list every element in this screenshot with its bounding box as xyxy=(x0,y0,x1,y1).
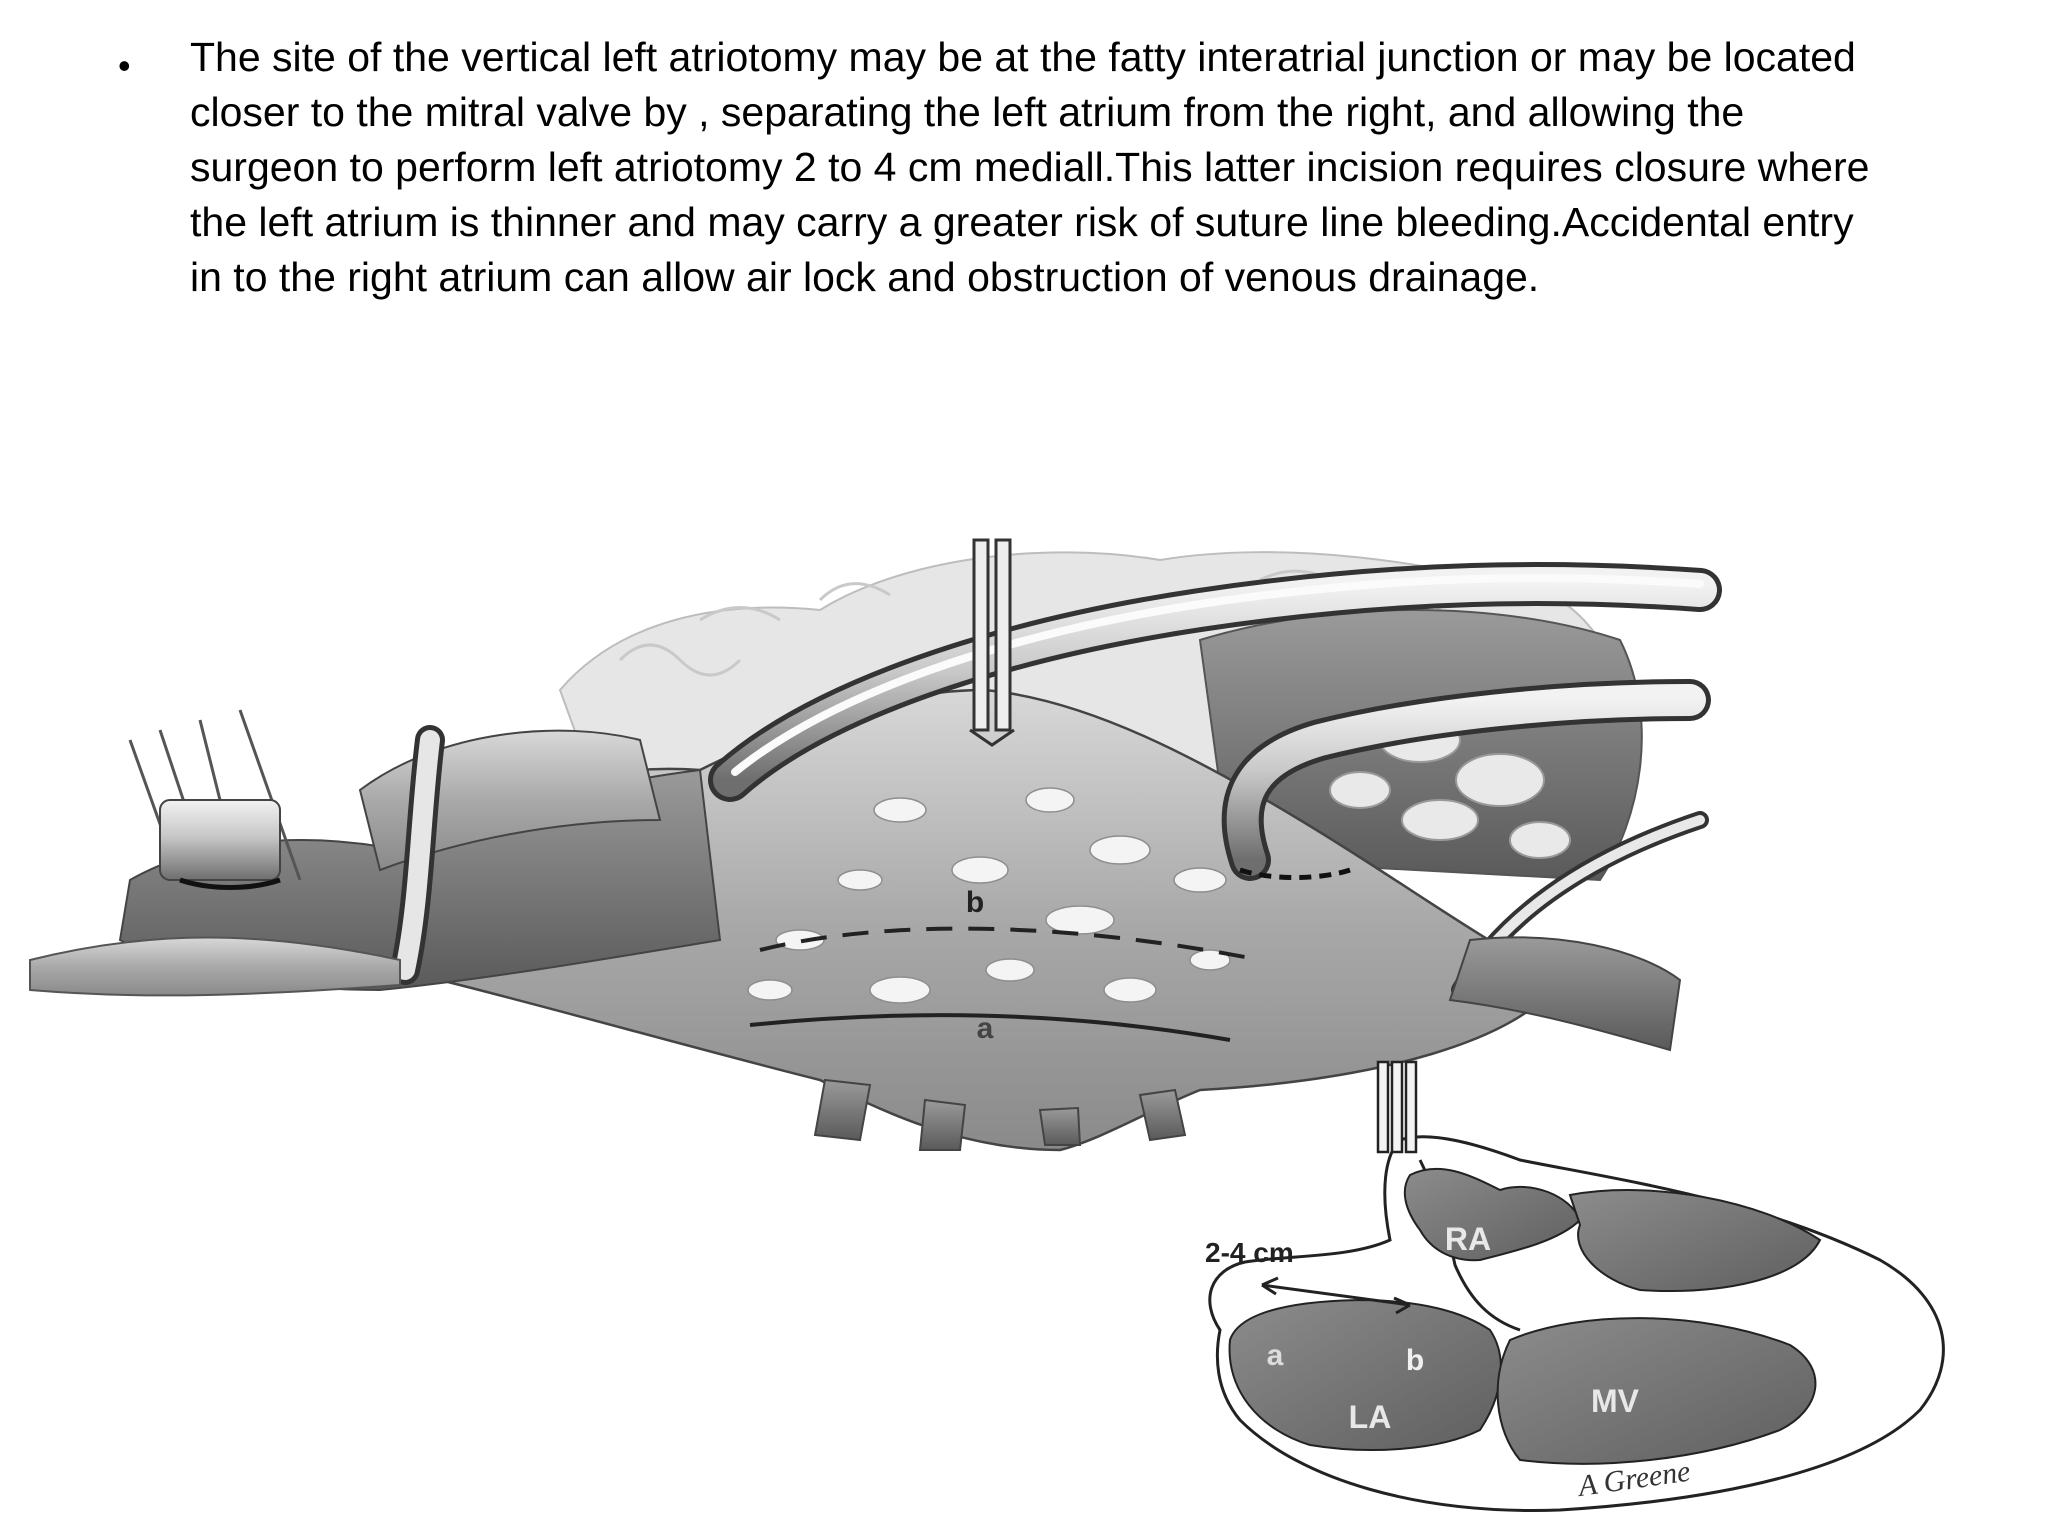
text-line-5: in to the right atrium can allow air loc… xyxy=(190,254,1540,300)
inset-label-b: b xyxy=(1406,1344,1424,1377)
valve-label-mv: MV xyxy=(1591,1383,1640,1419)
surgical-view: b a xyxy=(29,538,1722,1152)
incision-label-b: b xyxy=(966,886,984,919)
incision-label-a: a xyxy=(977,1012,994,1045)
chamber-label-la: LA xyxy=(1349,1399,1392,1435)
inset-label-a: a xyxy=(1267,1339,1284,1372)
distance-label: 2-4 cm xyxy=(1205,1237,1294,1268)
text-line-2: closer to the mitral valve by , separati… xyxy=(190,89,1745,135)
text-line-1: The site of the vertical left atriotomy … xyxy=(190,34,1856,80)
chamber-label-ra: RA xyxy=(1445,1221,1491,1257)
bullet-marker: • xyxy=(118,45,131,86)
text-line-3: surgeon to perform left atriotomy 2 to 4… xyxy=(190,144,1870,190)
bullet-text: The site of the vertical left atriotomy … xyxy=(190,30,2048,305)
cross-section-inset: 2-4 cm RA LA MV a b A Greene xyxy=(1205,1060,1945,1512)
text-line-4: the left atrium is thinner and may carry… xyxy=(190,199,1854,245)
